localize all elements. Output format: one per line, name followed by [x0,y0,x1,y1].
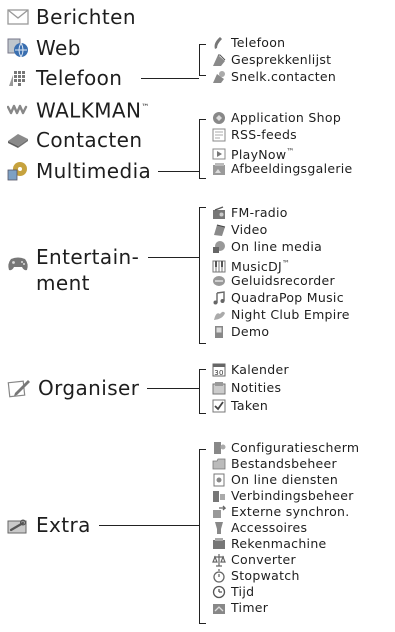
envelope-icon [7,9,29,25]
connector-extra-tick-bottom [199,623,206,625]
gamepad-icon [7,256,29,272]
notes-icon [212,381,226,395]
keypad-icon [7,69,29,87]
submenu-item-fm-radio[interactable]: FM-radio [212,205,288,221]
contacts-book-icon [7,131,29,149]
submenu-item-video[interactable]: Video [212,222,268,238]
connector-multimedia-bracket [199,119,201,179]
submenu-item-application-shop[interactable]: Application Shop [212,110,341,126]
music-note-icon [212,291,226,305]
speed-contacts-icon [212,70,226,84]
submenu-item-geluidsrecorder[interactable]: Geluidsrecorder [212,273,335,289]
connector-entertainment-tick-bottom [199,343,206,345]
timer-icon [212,601,226,615]
converter-icon [212,553,226,567]
submenu-item-rss-feeds[interactable]: RSS-feeds [212,127,297,143]
online-services-icon [212,473,226,487]
connector-telefoon-bracket [199,44,201,76]
sync-icon [212,505,226,519]
submenu-item-playnow[interactable]: PlayNow™ [212,144,295,163]
settings-phone-icon [212,441,226,455]
connector-entertainment-h [148,257,199,259]
walkman-icon [7,102,29,116]
connector-extra-bracket [199,449,201,624]
connector-telefoon-h [141,78,199,80]
clock-icon [212,585,226,599]
main-item-label: Extra [36,513,91,537]
globe-icon [7,38,29,58]
submenu-item-tijd[interactable]: Tijd [212,584,254,600]
notepad-pen-icon [7,378,31,398]
online-media-icon [212,240,226,254]
main-item-label: WALKMAN™ [36,98,150,123]
piano-icon [212,259,226,273]
phone-handset-icon [212,36,226,50]
connector-organiser-h [147,388,199,390]
submenu-item-on-line-media[interactable]: On line media [212,239,322,255]
playnow-icon [212,147,226,161]
connector-multimedia-h [158,171,199,173]
multimedia-icon [7,161,29,181]
stopwatch-icon [212,569,226,583]
connector-telefoon-tick-top [199,44,206,46]
submenu-item-snelk-contacten[interactable]: Snelk.contacten [212,69,336,85]
submenu-item-on-line-diensten[interactable]: On line diensten [212,472,338,488]
connector-extra-h [99,525,199,527]
submenu-item-musicdj[interactable]: MusicDJ™ [212,256,290,275]
main-item-label: Contacten [36,128,143,152]
connector-organiser-bracket [199,369,201,414]
connector-telefoon-tick-bottom [199,75,206,77]
calculator-icon [212,537,226,551]
submenu-item-night-club-empire[interactable]: Night Club Empire [212,307,350,323]
app-shop-icon [212,111,226,125]
connector-entertainment-tick-top [199,207,206,209]
submenu-item-rekenmachine[interactable]: Rekenmachine [212,536,327,552]
submenu-item-taken[interactable]: Taken [212,398,268,414]
gallery-icon [212,162,226,176]
submenu-item-verbindingsbeheer[interactable]: Verbindingsbeheer [212,488,354,504]
submenu-item-configuratiescherm[interactable]: Configuratiescherm [212,440,359,456]
radio-icon [212,206,226,220]
connector-entertainment-bracket [199,207,201,344]
submenu-item-converter[interactable]: Converter [212,552,296,568]
rss-icon [212,128,226,142]
submenu-item-kalender[interactable]: 30 Kalender [212,362,289,378]
connector-multimedia-tick-bottom [199,178,206,180]
svg-text:30: 30 [214,369,224,377]
night-club-icon [212,308,226,322]
connections-icon [212,489,226,503]
tasks-icon [212,399,226,413]
submenu-item-accessoires[interactable]: Accessoires [212,520,307,536]
call-list-icon [212,53,226,67]
connector-organiser-tick-top [199,369,206,371]
demo-icon [212,325,226,339]
video-icon [212,223,226,237]
submenu-item-externe-synchron[interactable]: Externe synchron. [212,504,350,520]
recorder-icon [212,274,226,288]
connector-multimedia-tick-top [199,119,206,121]
submenu-item-stopwatch[interactable]: Stopwatch [212,568,300,584]
submenu-item-demo[interactable]: Demo [212,324,269,340]
main-item-label: Entertain- ment [36,245,140,295]
submenu-item-telefoon[interactable]: Telefoon [212,35,285,51]
connector-extra-tick-top [199,449,206,451]
accessories-icon [212,521,226,535]
main-item-label: Web [36,36,81,60]
toolbox-icon [7,515,29,535]
main-item-label: Telefoon [36,66,123,90]
calendar-icon: 30 [212,363,226,377]
submenu-item-afbeeldingsgalerie[interactable]: Afbeeldingsgalerie [212,161,353,177]
submenu-item-notities[interactable]: Notities [212,380,281,396]
main-item-label: Organiser [38,376,140,400]
submenu-item-quadrapop-music[interactable]: QuadraPop Music [212,290,344,306]
submenu-item-timer[interactable]: Timer [212,600,268,616]
connector-organiser-tick-bottom [199,413,206,415]
main-item-label: Multimedia [36,159,152,183]
folder-icon [212,457,226,471]
submenu-item-bestandsbeheer[interactable]: Bestandsbeheer [212,456,337,472]
main-item-label: Berichten [36,5,136,29]
submenu-item-gesprekkenlijst[interactable]: Gesprekkenlijst [212,52,331,68]
